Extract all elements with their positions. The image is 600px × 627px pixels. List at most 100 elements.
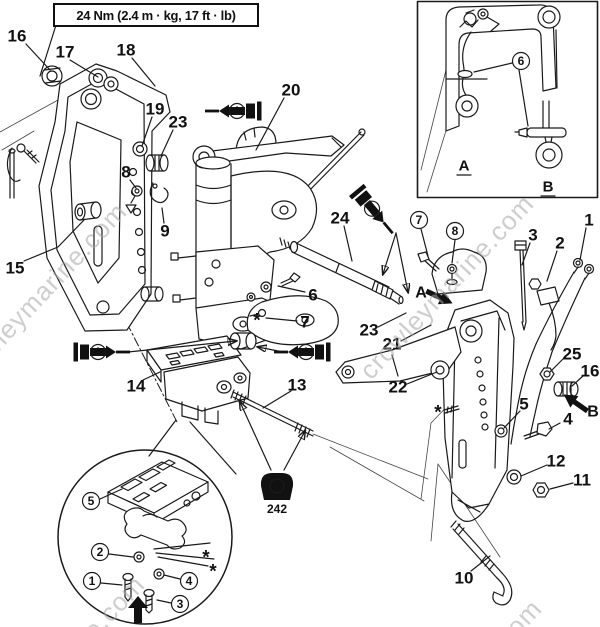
callout-circled-1: 1 (82, 571, 123, 591)
thread-locker-symbol: LT 242 (260, 473, 294, 516)
cable-clamp-inset (57, 449, 233, 625)
callout-25: 25 (549, 345, 581, 373)
svg-text:7: 7 (300, 313, 309, 332)
callout-9: 9 (160, 207, 170, 241)
fasteners-right (494, 367, 579, 498)
callout-circled-8: 8 (445, 221, 465, 264)
direction-marker-b: B (563, 394, 599, 421)
svg-text:19: 19 (146, 100, 165, 119)
callout-6: 6 (277, 285, 318, 305)
callout-3: 3 (521, 226, 538, 266)
clip-and-pin (6, 143, 40, 199)
clamp-bracket-left (38, 63, 171, 332)
callout-5: 5 (503, 395, 529, 429)
callout-12: 12 (520, 452, 566, 477)
grease-symbol-icon: A (349, 183, 394, 235)
up-arrow-icon (128, 596, 148, 623)
svg-text:15: 15 (6, 259, 25, 278)
callout-4: 4 (548, 410, 573, 430)
asterisk-mark: * (434, 403, 442, 424)
callout-circled-7: 7 (409, 210, 429, 257)
callout-19: 19 (141, 100, 165, 147)
svg-text:10: 10 (455, 569, 474, 588)
svg-text:20: 20 (282, 81, 301, 100)
swivel-bracket-assembly (170, 126, 366, 350)
callout-23: 23 (360, 312, 407, 340)
svg-text:23: 23 (360, 321, 379, 340)
fastener-nut-16 (41, 65, 63, 87)
svg-text:5: 5 (519, 395, 528, 414)
pointer-leader-line (240, 402, 272, 471)
pointer-leader-line (383, 232, 397, 274)
callout-22: 22 (389, 371, 438, 397)
svg-text:2: 2 (555, 234, 564, 253)
grease-letter: A (94, 347, 101, 358)
svg-text:11: 11 (573, 471, 591, 490)
svg-text:22: 22 (389, 378, 408, 397)
view-label-a: A (456, 158, 472, 176)
callout-16: 16 (8, 27, 51, 71)
callout-circled-5: 5 (81, 488, 123, 511)
callout-circled-3: 3 (156, 594, 190, 614)
svg-text:12: 12 (547, 452, 566, 471)
thread-locker-abbr: LT (272, 483, 281, 492)
grease-letter: A (233, 106, 240, 117)
svg-text:6: 6 (518, 54, 525, 68)
svg-text:24: 24 (331, 209, 350, 228)
inset-view-box (416, 0, 599, 199)
svg-text:18: 18 (117, 41, 136, 60)
stern-bracket-right (335, 248, 515, 522)
bushing-23-left (145, 154, 169, 172)
link-9 (149, 182, 169, 204)
svg-text:3: 3 (528, 226, 537, 245)
grease-symbol-icon: A (205, 101, 262, 121)
svg-text:1: 1 (584, 211, 593, 230)
grease-symbol-icon: A (274, 342, 331, 362)
callout-2: 2 (546, 234, 565, 282)
washer-19 (132, 141, 148, 157)
svg-text:8: 8 (452, 224, 459, 238)
svg-text:14: 14 (127, 377, 146, 396)
callout-10: 10 (455, 555, 491, 588)
svg-text:4: 4 (186, 574, 193, 588)
svg-text:5: 5 (88, 494, 95, 508)
svg-text:7: 7 (416, 213, 423, 227)
asterisk-mark: * (253, 311, 261, 332)
callout-17: 17 (56, 43, 99, 78)
callout-circled-2: 2 (90, 542, 134, 562)
torque-spec-box: 24 Nm (2.4 m · kg, 17 ft · lb) (53, 3, 259, 27)
svg-text:13: 13 (288, 376, 307, 395)
thread-locker-code: 242 (267, 502, 287, 516)
svg-text:17: 17 (56, 43, 75, 62)
callout-14: 14 (127, 371, 161, 396)
pointer-leader-line (283, 431, 305, 471)
svg-text:9: 9 (160, 222, 169, 241)
callout-24: 24 (331, 209, 353, 262)
svg-text:16: 16 (8, 27, 27, 46)
svg-text:16: 16 (581, 362, 600, 381)
svg-text:2: 2 (97, 545, 104, 559)
bushing-15 (74, 201, 102, 221)
svg-text:6: 6 (308, 286, 317, 305)
wires-and-anode (510, 240, 595, 445)
svg-text:1: 1 (89, 574, 96, 588)
callout-circled-4: 4 (163, 571, 199, 591)
fastener-washer-17 (88, 68, 119, 92)
svg-text:A: A (415, 285, 427, 302)
callout-23: 23 (160, 113, 187, 157)
tilt-rod-10 (450, 520, 513, 606)
direction-marker-a: A (415, 285, 453, 305)
torque-leader-line (39, 24, 57, 77)
asterisk-mark: * (202, 548, 210, 569)
svg-text:3: 3 (177, 597, 184, 611)
grease-letter: A (368, 203, 375, 214)
tilt-tube-24 (279, 237, 404, 305)
callout-11: 11 (549, 471, 591, 490)
svg-text:21: 21 (383, 335, 402, 354)
svg-text:4: 4 (563, 410, 573, 429)
grease-letter: A (302, 347, 309, 358)
svg-text:B: B (543, 179, 554, 196)
